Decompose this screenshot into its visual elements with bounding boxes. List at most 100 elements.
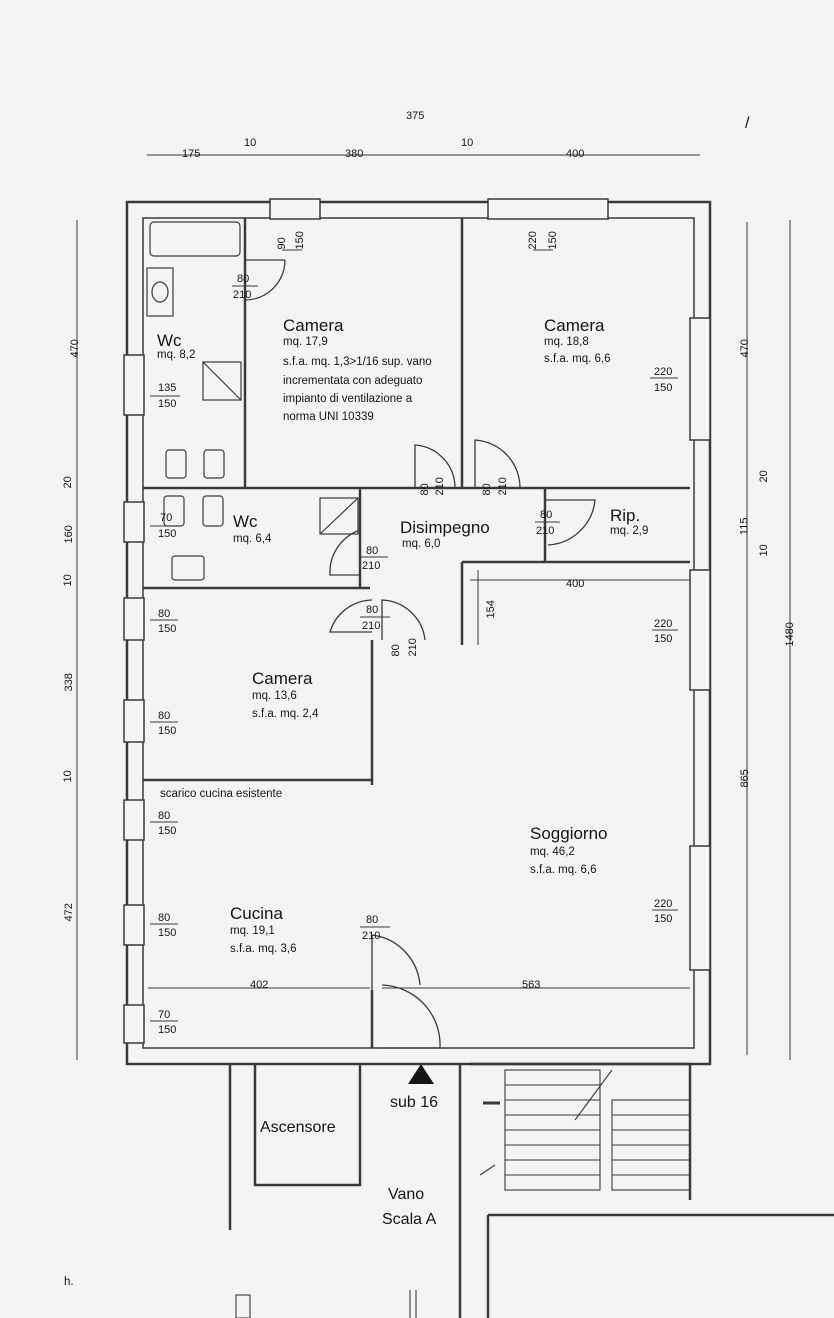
opening-17-w: 80 xyxy=(158,912,171,924)
walls xyxy=(125,200,834,1318)
stair-wall-c xyxy=(470,1062,692,1200)
shower xyxy=(319,497,359,535)
room-wc1-name: Wc xyxy=(157,331,182,350)
window xyxy=(123,354,145,416)
staircase xyxy=(235,1069,691,1318)
opening-3-w: 80 xyxy=(237,273,250,285)
room-wc2-area: mq. 6,4 xyxy=(233,533,272,545)
shower-drain-line xyxy=(319,497,359,535)
opening-18-h: 150 xyxy=(654,913,673,925)
opening-3-h: 210 xyxy=(233,289,252,301)
room-disimpegno-name: Disimpegno xyxy=(400,518,490,537)
top-dim-175: 175 xyxy=(182,148,201,160)
opening-10-h: 210 xyxy=(362,560,381,572)
opening-15-h: 150 xyxy=(158,725,177,737)
outer-wall xyxy=(125,200,712,1066)
opening-1-w: 90 xyxy=(275,237,288,250)
opening-19-w: 80 xyxy=(366,914,379,926)
door-swing xyxy=(381,599,426,641)
opening-9-w: 80 xyxy=(540,509,553,521)
room-wc2-name: Wc xyxy=(233,512,258,531)
window xyxy=(123,904,145,946)
opening-14-h: 150 xyxy=(654,633,673,645)
top-dim-380: 380 xyxy=(345,148,364,160)
opening-4-w: 135 xyxy=(158,382,177,394)
window xyxy=(487,198,609,220)
room-disimpegno-area: mq. 6,0 xyxy=(402,538,441,550)
window xyxy=(123,699,145,743)
window xyxy=(123,799,145,841)
room-camera3-name: Camera xyxy=(252,669,313,688)
room-cucina-area: mq. 19,1 xyxy=(230,925,275,937)
room-rip-area: mq. 2,9 xyxy=(610,525,649,537)
door-swing xyxy=(381,984,441,1049)
opening-8-w: 70 xyxy=(160,512,173,524)
room-camera1-note1: incrementata con adeguato xyxy=(283,375,423,387)
left-dim-470: 470 xyxy=(68,339,81,358)
lower-wall-stub xyxy=(235,1294,251,1318)
room-soggiorno-sfa: s.f.a. mq. 6,6 xyxy=(530,864,597,876)
opening-17-h: 150 xyxy=(158,927,177,939)
left-dim-338: 338 xyxy=(62,673,75,692)
top-dim-partial: 375 xyxy=(406,110,425,122)
right-dim-115: 115 xyxy=(738,517,751,536)
room-camera2-sfa: s.f.a. mq. 6,6 xyxy=(544,353,611,365)
stair-break-line xyxy=(574,1069,613,1121)
room-camera2-area: mq. 18,8 xyxy=(544,336,589,348)
opening-13-w: 80 xyxy=(389,644,402,657)
ascensore-wall xyxy=(253,1064,362,1187)
opening-5-w: 220 xyxy=(654,366,673,378)
opening-9-h: 210 xyxy=(536,525,555,537)
right-dim-470: 470 xyxy=(738,339,751,358)
room-camera1-area: mq. 17,9 xyxy=(283,336,328,348)
door-swing xyxy=(371,934,421,990)
room-camera3-sfa: s.f.a. mq. 2,4 xyxy=(252,708,319,720)
room-camera1-note3: norma UNI 10339 xyxy=(283,411,374,423)
opening-8-h: 150 xyxy=(158,528,177,540)
bathtub xyxy=(149,221,241,257)
opening-12-w: 80 xyxy=(366,604,379,616)
window xyxy=(689,317,711,441)
opening-18-w: 220 xyxy=(654,898,673,910)
entrance-arrow xyxy=(408,1064,434,1084)
top-dim-10a: 10 xyxy=(244,137,257,149)
opening-19-h: 210 xyxy=(362,930,381,942)
room-cucina-name: Cucina xyxy=(230,904,283,923)
door-swing xyxy=(244,259,286,301)
stair-break-line xyxy=(479,1164,496,1176)
opening-20-h: 150 xyxy=(158,1024,177,1036)
opening-12-h: 210 xyxy=(362,620,381,632)
room-rip-name: Rip. xyxy=(610,506,641,525)
opening-10-w: 80 xyxy=(366,545,379,557)
top-dim-10b: 10 xyxy=(461,137,474,149)
room-cucina-sfa: s.f.a. mq. 3,6 xyxy=(230,943,297,955)
door-swing xyxy=(545,499,596,546)
sub-label: sub 16 xyxy=(390,1094,439,1111)
opening-13-h: 210 xyxy=(406,638,419,657)
room-soggiorno-area: mq. 46,2 xyxy=(530,846,575,858)
left-dim-160: 160 xyxy=(62,525,75,544)
room-camera1-note2: impianto di ventilazione a xyxy=(283,393,413,405)
opening-2-w: 220 xyxy=(526,231,539,250)
door-swing xyxy=(329,599,373,633)
sink-bowl xyxy=(151,281,169,303)
ascensore-label: Ascensore xyxy=(260,1119,336,1136)
inner-wall-line xyxy=(142,217,695,1049)
opening-20-w: 70 xyxy=(158,1009,171,1021)
opening-16-w: 80 xyxy=(158,810,171,822)
window xyxy=(269,198,321,220)
room-wc1-area: mq. 8,2 xyxy=(157,349,196,361)
opening-14-w: 220 xyxy=(654,618,673,630)
left-dim-10b: 10 xyxy=(61,770,74,783)
door-swing xyxy=(474,439,521,489)
room-camera1-name: Camera xyxy=(283,316,344,335)
door-swing xyxy=(414,444,456,489)
shower xyxy=(202,361,242,401)
sink xyxy=(171,555,205,581)
opening-15-w: 80 xyxy=(158,710,171,722)
opening-label-lines xyxy=(150,249,678,1022)
shower-drain-line xyxy=(202,361,242,401)
left-dim-472: 472 xyxy=(62,903,75,922)
opening-4-h: 150 xyxy=(158,398,177,410)
doors xyxy=(244,259,596,1049)
